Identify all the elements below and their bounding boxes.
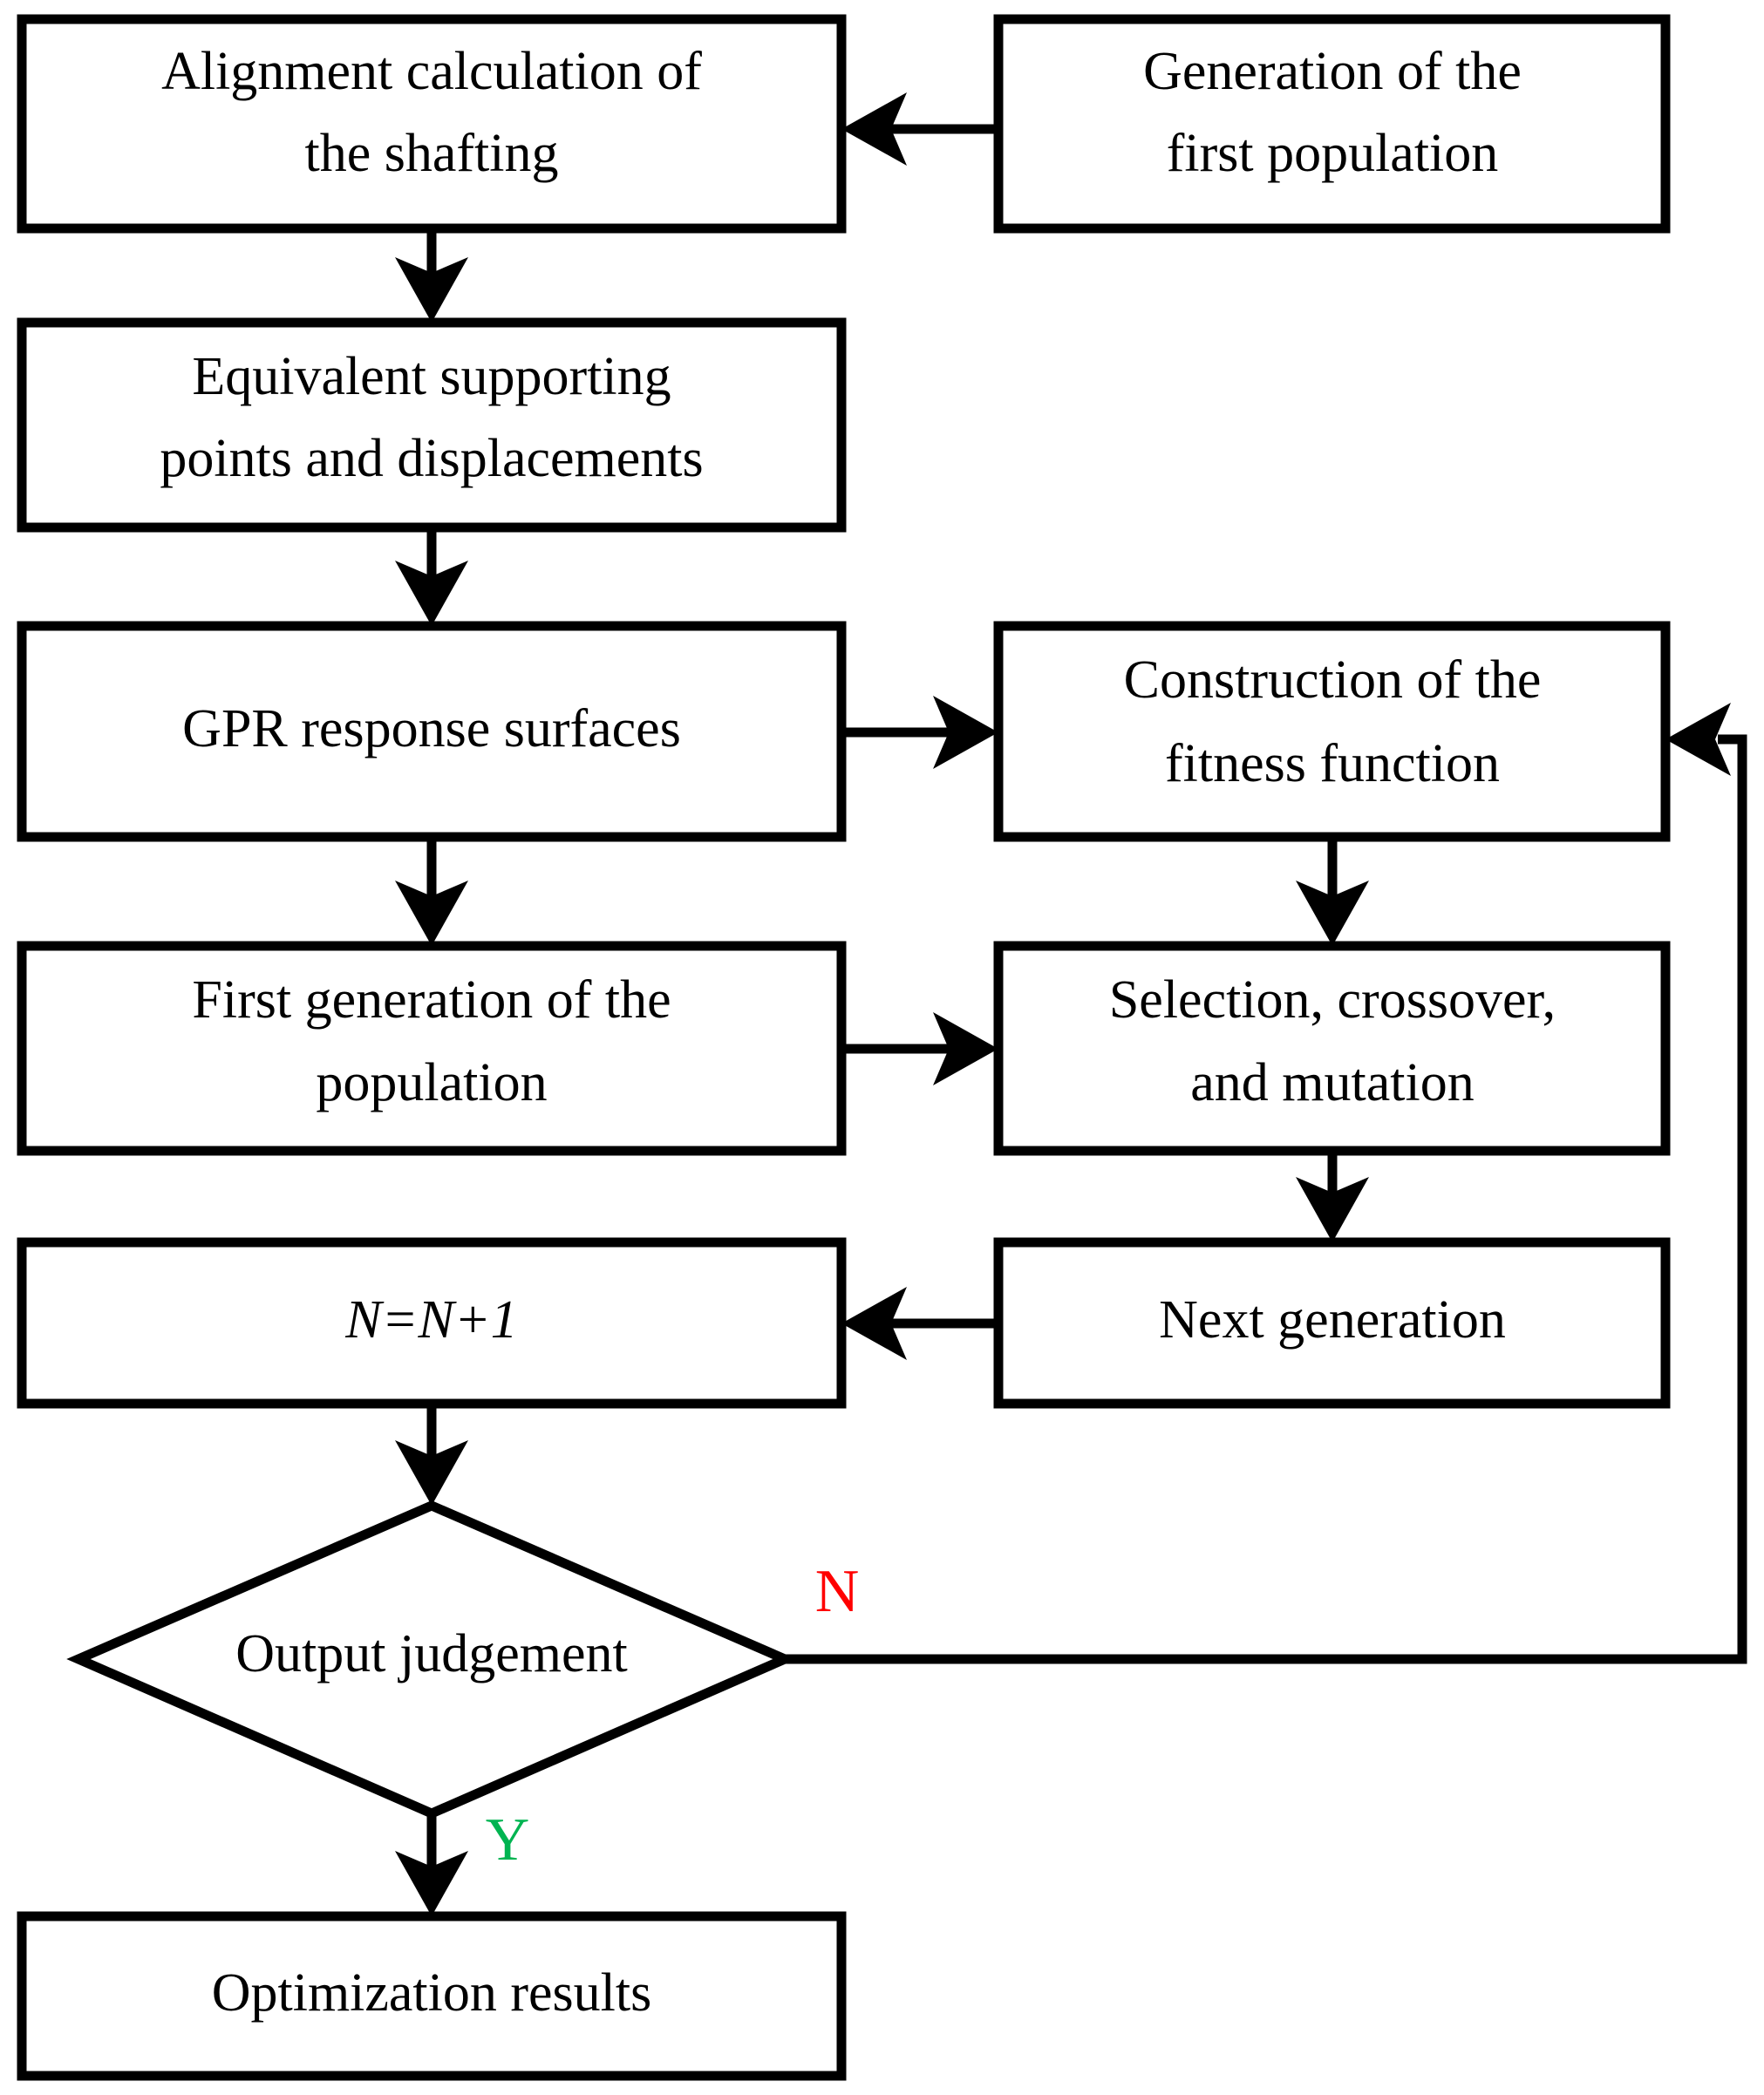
node-equivalent-supporting-points[interactable]: Equivalent supporting points and displac…	[17, 317, 847, 533]
node-alignment-calculation-line1: Alignment calculation of	[161, 42, 702, 101]
edge-gpr-to-fitness	[841, 696, 998, 769]
node-generation-first-population[interactable]: Generation of the first population	[993, 14, 1671, 234]
node-n-increment-shape[interactable]	[17, 1237, 847, 1409]
node-n-increment[interactable]: N=N+1	[17, 1237, 847, 1409]
node-first-generation-population-line2: population	[316, 1053, 547, 1112]
node-generation-first-population-line1: Generation of the	[1143, 42, 1522, 101]
node-selection-crossover-mutation[interactable]: Selection, crossover, and mutation	[993, 941, 1671, 1156]
node-construction-fitness-function-line2: fitness function	[1165, 734, 1500, 793]
edge-fitness-to-selection	[1296, 837, 1369, 946]
node-construction-fitness-function-line1: Construction of the	[1124, 650, 1542, 710]
node-output-judgement[interactable]: Output judgement	[66, 1500, 797, 1820]
node-construction-fitness-function-shape[interactable]	[993, 621, 1671, 842]
node-generation-first-population-shape[interactable]	[993, 14, 1671, 234]
node-gpr-response-surfaces[interactable]: GPR response surfaces	[17, 621, 847, 842]
node-first-generation-population-shape[interactable]	[17, 941, 847, 1156]
node-generation-first-population-line2: first population	[1167, 124, 1499, 183]
edge-increment-to-judgement	[395, 1404, 468, 1506]
node-selection-crossover-mutation-shape[interactable]	[993, 941, 1671, 1156]
node-alignment-calculation-line2: the shafting	[305, 124, 559, 183]
node-output-judgement-shape[interactable]	[66, 1500, 797, 1820]
edge-alignment-to-equivalent	[395, 228, 468, 323]
node-gpr-response-surfaces-line1: GPR response surfaces	[182, 699, 681, 758]
edge-judgement-no-feedback	[785, 703, 1747, 1664]
node-alignment-calculation[interactable]: Alignment calculation of the shafting	[17, 14, 847, 234]
edge-judgement-yes-to-results	[395, 1813, 468, 1916]
node-n-increment-label: N=N+1	[344, 1290, 517, 1350]
branch-label-yes: Y	[486, 1806, 530, 1874]
node-optimization-results[interactable]: Optimization results	[17, 1911, 847, 2081]
edge-equivalent-to-gpr	[395, 527, 468, 626]
node-output-judgement-label: Output judgement	[235, 1624, 627, 1683]
edge-first-generation-to-selection	[841, 1012, 998, 1085]
node-first-generation-population-line1: First generation of the	[192, 970, 671, 1030]
edge-generation-to-alignment	[841, 92, 998, 166]
edge-gpr-to-first-generation	[395, 837, 468, 946]
node-next-generation-shape[interactable]	[993, 1237, 1671, 1409]
node-optimization-results-label: Optimization results	[212, 1963, 652, 2023]
edge-next-generation-to-increment	[841, 1287, 998, 1360]
node-first-generation-population[interactable]: First generation of the population	[17, 941, 847, 1156]
node-next-generation-label: Next generation	[1159, 1290, 1506, 1350]
node-optimization-results-shape[interactable]	[17, 1911, 847, 2081]
node-equivalent-supporting-points-line2: points and displacements	[160, 429, 703, 488]
node-next-generation[interactable]: Next generation	[993, 1237, 1671, 1409]
node-gpr-response-surfaces-shape[interactable]	[17, 621, 847, 842]
node-equivalent-supporting-points-shape[interactable]	[17, 317, 847, 533]
node-equivalent-supporting-points-line1: Equivalent supporting	[192, 347, 671, 406]
branch-label-no: N	[815, 1558, 860, 1625]
node-alignment-calculation-shape[interactable]	[17, 14, 847, 234]
node-selection-crossover-mutation-line1: Selection, crossover,	[1109, 970, 1556, 1030]
edge-selection-to-next-generation	[1296, 1151, 1369, 1242]
node-selection-crossover-mutation-line2: and mutation	[1190, 1053, 1474, 1112]
node-construction-fitness-function[interactable]: Construction of the fitness function	[993, 621, 1671, 842]
